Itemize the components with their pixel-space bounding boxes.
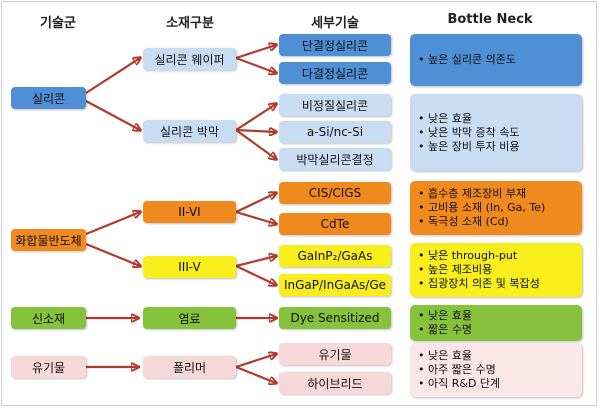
detail-hybrid: 하이브리드 (279, 372, 391, 394)
header-detail-tech: 세부기술 (311, 16, 359, 31)
group-new-material: 신소재 (11, 307, 86, 329)
material-ii-vi: II-VI (143, 201, 236, 223)
group-organic: 유기물 (11, 356, 86, 378)
arrow-wafer-mono (235, 45, 276, 60)
detail-cdte: CdTe (279, 213, 391, 235)
bottleneck-item: 낮은 박막 증착 속도 (418, 126, 574, 140)
arrow-wafer-poly (235, 56, 276, 73)
header-bottleneck: Bottle Neck (447, 12, 533, 27)
header-tech-group: 기술군 (40, 16, 76, 31)
detail-thin-film-crystal: 박막실리콘결정 (279, 148, 391, 170)
bottleneck-item: 높은 실리콘 의존도 (418, 53, 574, 67)
group-silicon: 실리콘 (11, 87, 86, 109)
material-thin-film: 실리콘 박막 (143, 120, 236, 142)
arrow-thinfilm-crystal (235, 129, 276, 159)
detail-asi-ncsi: a-Si/nc-Si (279, 121, 391, 143)
bottleneck-item: 낮은 효율 (418, 349, 574, 363)
bottleneck-item: 낮은 through-put (418, 249, 574, 263)
bottleneck-item: 낮은 효율 (418, 112, 574, 126)
arrow-compound-ii-vi (85, 212, 140, 236)
arrow-iiiv-gainp (235, 256, 276, 268)
detail-mono-silicon: 단결정실리콘 (279, 34, 391, 56)
bottleneck-item: 아직 R&D 단계 (418, 377, 574, 391)
arrow-compound-iii-v (85, 242, 140, 266)
bottleneck-item: 아주 짧은 수명 (418, 363, 574, 377)
bottleneck-thin-film: 낮은 효율 낮은 박막 증착 속도 높은 장비 투자 비용 (410, 94, 582, 171)
bottleneck-wafer: 높은 실리콘 의존도 (410, 34, 582, 86)
detail-amorphous-silicon: 비정질실리콘 (279, 94, 391, 116)
group-compound: 화합물반도체 (11, 229, 86, 251)
bottleneck-item: 높은 제조비용 (418, 263, 574, 277)
material-dye: 염료 (143, 307, 236, 329)
detail-poly-silicon: 다결정실리콘 (279, 62, 391, 84)
arrow-iiiv-ingap (235, 265, 276, 285)
arrow-iivi-cdte (235, 210, 276, 224)
bottleneck-item: 낮은 효율 (418, 309, 574, 323)
arrow-polymer-hybrid (235, 365, 276, 383)
bottleneck-polymer: 낮은 효율 아주 짧은 수명 아직 R&D 단계 (410, 343, 582, 397)
detail-gainp-gaas: GaInP₂/GaAs (279, 245, 391, 267)
arrow-thinfilm-amorphous (235, 104, 276, 131)
material-wafer: 실리콘 웨이퍼 (143, 48, 236, 70)
material-iii-v: III-V (143, 256, 236, 278)
detail-ingap-ingaas-ge: InGaP/InGaAs/Ge (279, 274, 391, 296)
header-material: 소재구분 (166, 16, 214, 31)
arrow-iivi-cigs (235, 193, 276, 213)
bottleneck-item: 높은 장비 투자 비용 (418, 140, 574, 154)
bottleneck-iii-v: 낮은 through-put 높은 제조비용 집광장치 의존 및 복잡성 (410, 243, 582, 297)
bottleneck-item: 흡수층 제조장비 부재 (418, 187, 574, 201)
bottleneck-item: 독극성 소재 (Cd) (418, 215, 574, 229)
arrow-silicon-thinfilm (85, 100, 140, 130)
bottleneck-item: 집광장치 의존 및 복잡성 (418, 277, 574, 291)
bottleneck-item: 고비용 소재 (In, Ga, Te) (418, 201, 574, 215)
detail-organic: 유기물 (279, 343, 391, 365)
arrow-thinfilm-asi (235, 130, 276, 132)
bottleneck-item: 짧은 수명 (418, 323, 574, 337)
detail-dye-sensitized: Dye Sensitized (279, 307, 391, 329)
bottleneck-dye: 낮은 효율 짧은 수명 (410, 305, 582, 341)
material-polymer: 폴리머 (143, 356, 236, 378)
bottleneck-ii-vi: 흡수층 제조장비 부재 고비용 소재 (In, Ga, Te) 독극성 소재 (… (410, 181, 582, 235)
arrow-silicon-wafer (85, 58, 140, 94)
detail-cis-cigs: CIS/CIGS (279, 182, 391, 204)
arrow-polymer-organic (235, 354, 276, 369)
